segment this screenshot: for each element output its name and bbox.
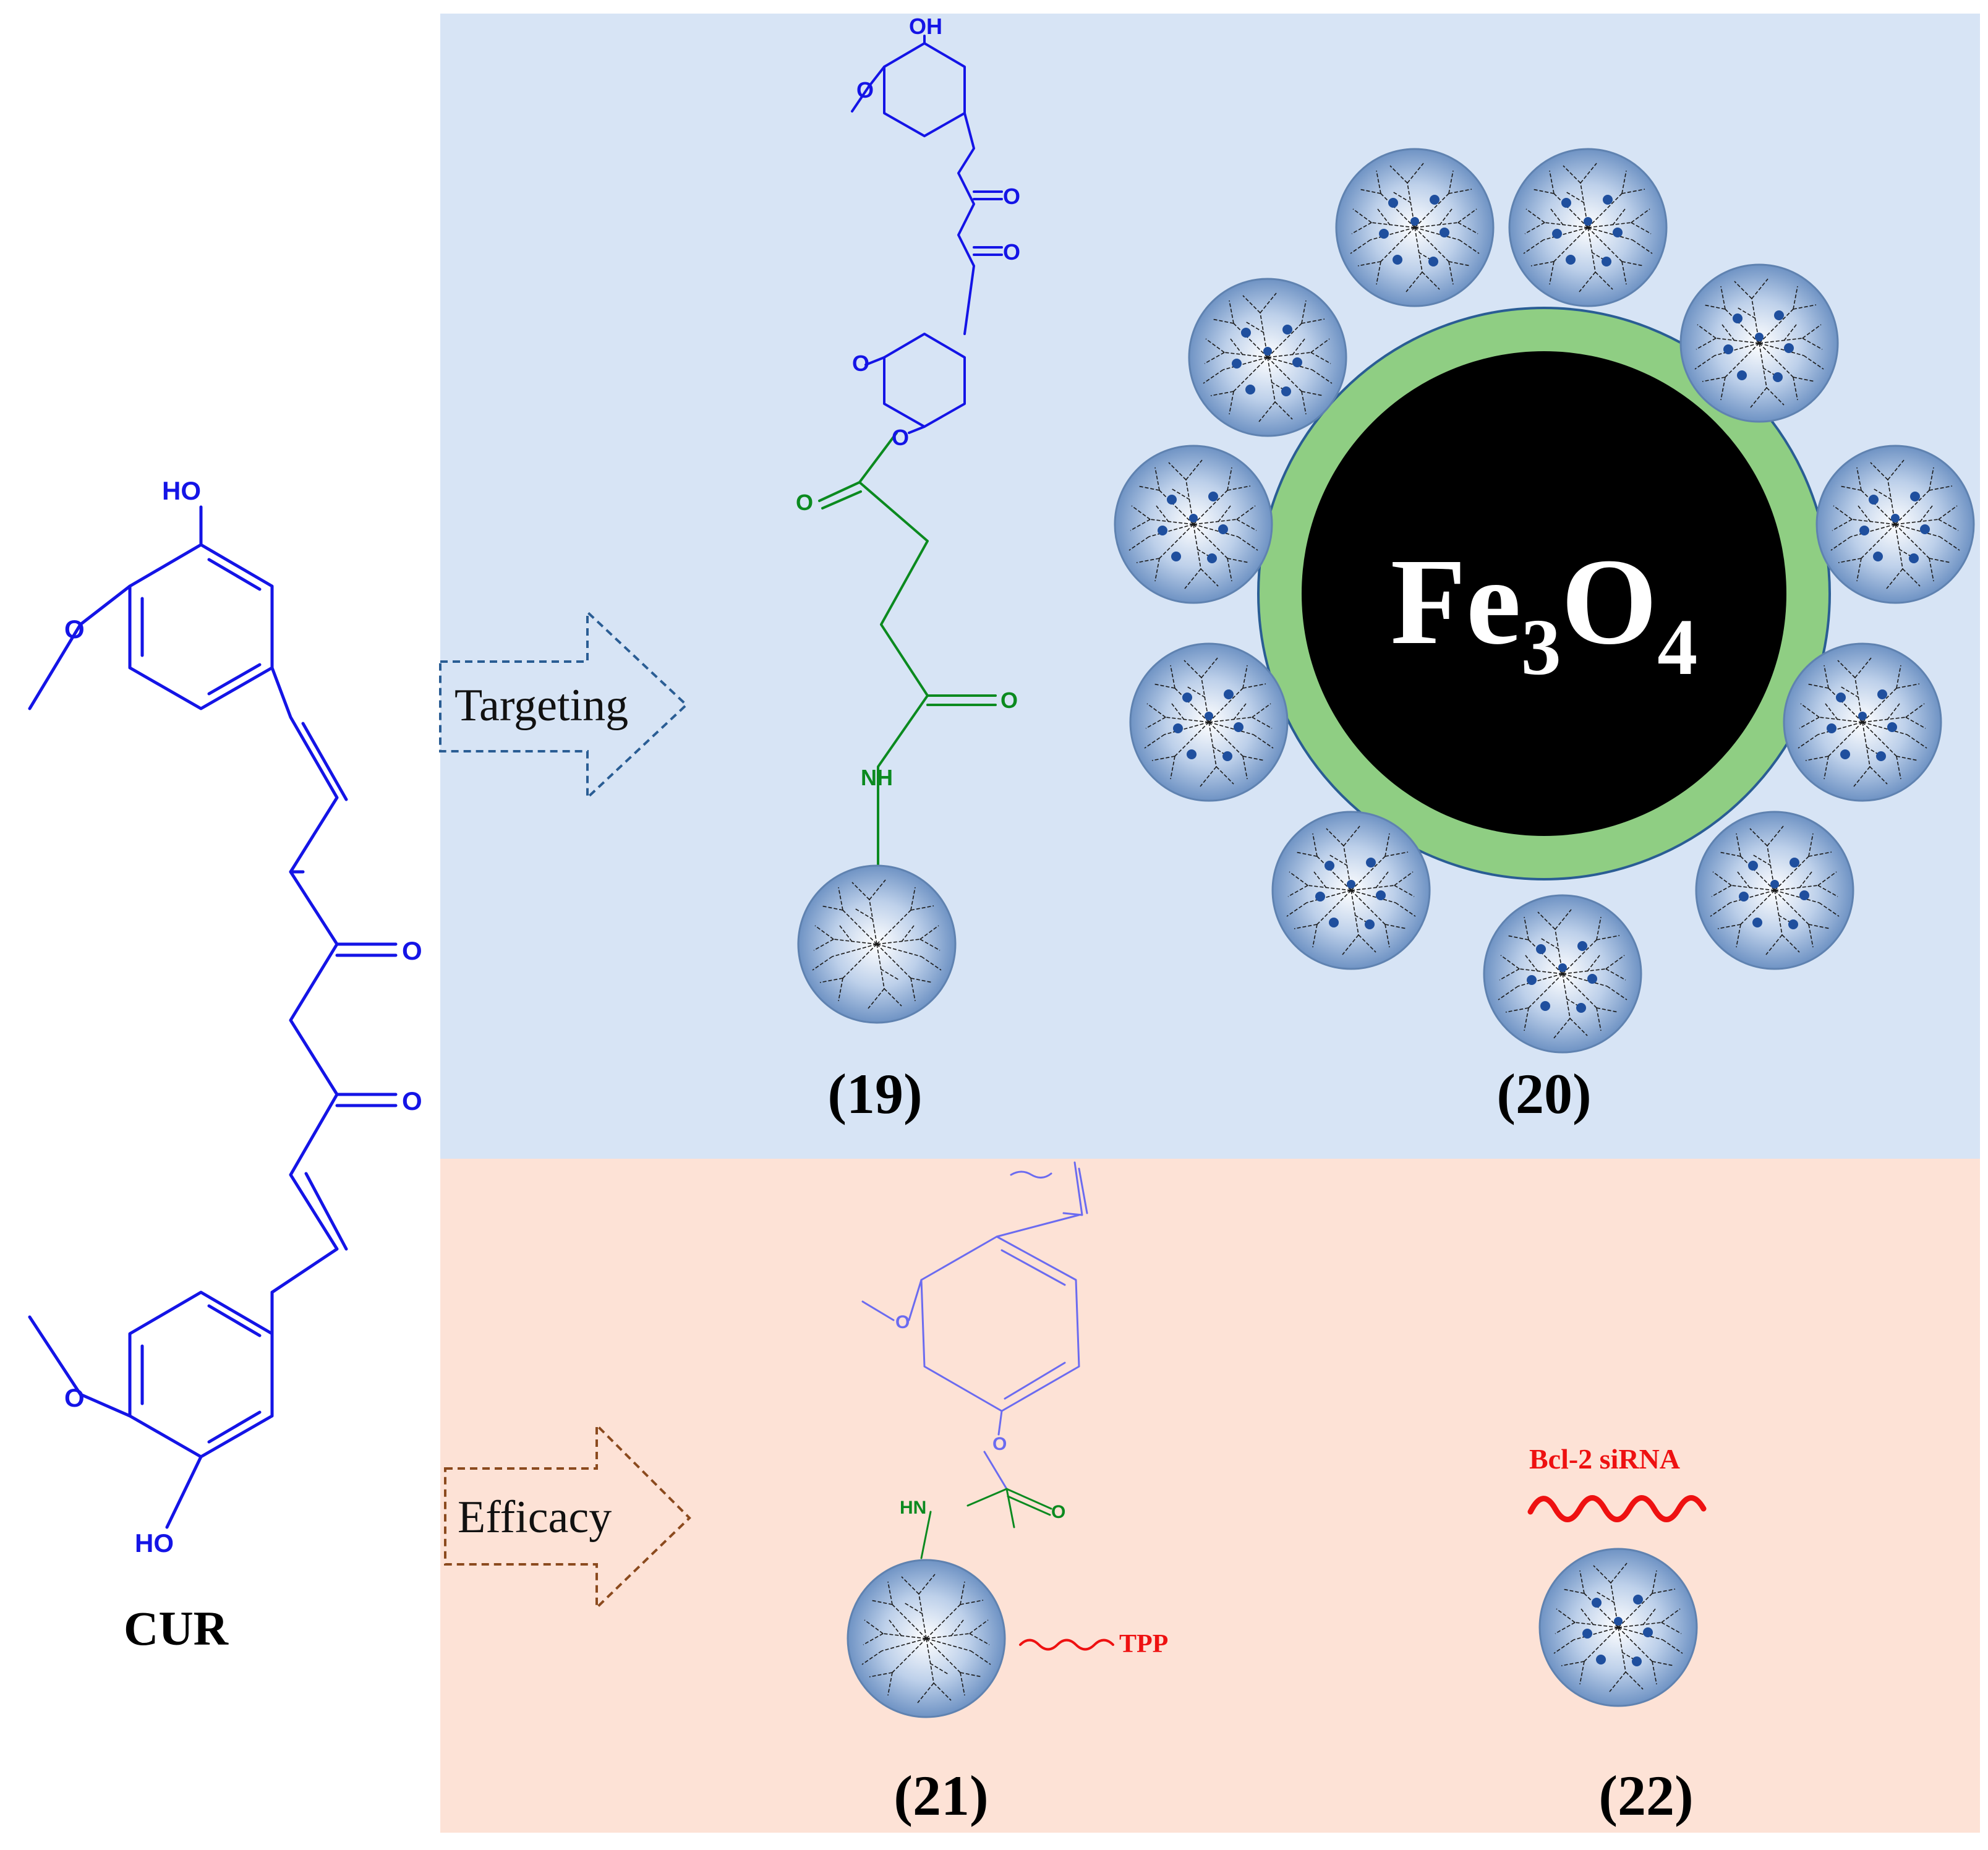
c19-o-ester: O (892, 425, 909, 450)
cur-label: CUR (124, 1601, 229, 1655)
efficacy-panel (440, 1159, 1980, 1833)
targeting-label: Targeting (454, 680, 628, 731)
c19-o-ketone2: O (1003, 239, 1020, 265)
curcumin-structure (28, 505, 398, 1529)
c21-o-carbonyl: O (1051, 1502, 1065, 1522)
cur-oh-top: HO (162, 476, 201, 505)
efficacy-label: Efficacy (458, 1492, 612, 1543)
c20-nanoparticle (1257, 307, 1831, 880)
c22-sirna-label: Bcl-2 siRNA (1529, 1443, 1680, 1475)
c19-nh: NH (861, 765, 893, 790)
efficacy-arrow (444, 1422, 691, 1611)
cur-o-methoxy-top: O (64, 615, 85, 644)
c21-label: (21) (894, 1764, 988, 1827)
cur-oh-bottom: HO (135, 1528, 174, 1558)
c19-o-ketone1: O (1003, 184, 1020, 209)
cur-o-methoxy-bottom: O (64, 1383, 85, 1412)
compound-21-structure (861, 1161, 1114, 1651)
c19-label: (19) (827, 1062, 922, 1125)
c20-label: (20) (1496, 1062, 1591, 1125)
compound-19-structure (818, 35, 1003, 867)
c19-oh: OH (909, 14, 942, 39)
c22-dendrimer (1538, 1548, 1698, 1707)
c21-dendrimer (847, 1559, 1006, 1718)
c21-tpp-label: TPP (1119, 1630, 1168, 1658)
c21-o-link: O (992, 1434, 1007, 1454)
c19-o-methoxy2: O (852, 351, 869, 376)
c19-o-amide: O (1000, 688, 1018, 713)
c21-o-methoxy: O (895, 1312, 910, 1332)
c20-core-formula: Fe3O4 (1391, 534, 1698, 692)
cur-o-ketone1: O (402, 936, 422, 965)
c21-hn: HN (900, 1498, 926, 1518)
c19-dendrimer (797, 864, 957, 1024)
c19-o-carbonyl: O (796, 490, 813, 515)
c22-sirna-strand (1527, 1495, 1707, 1522)
targeting-arrow (439, 609, 688, 801)
c22-label: (22) (1598, 1764, 1693, 1827)
cur-o-ketone2: O (402, 1086, 422, 1115)
c19-o-methoxy1: O (856, 77, 874, 103)
